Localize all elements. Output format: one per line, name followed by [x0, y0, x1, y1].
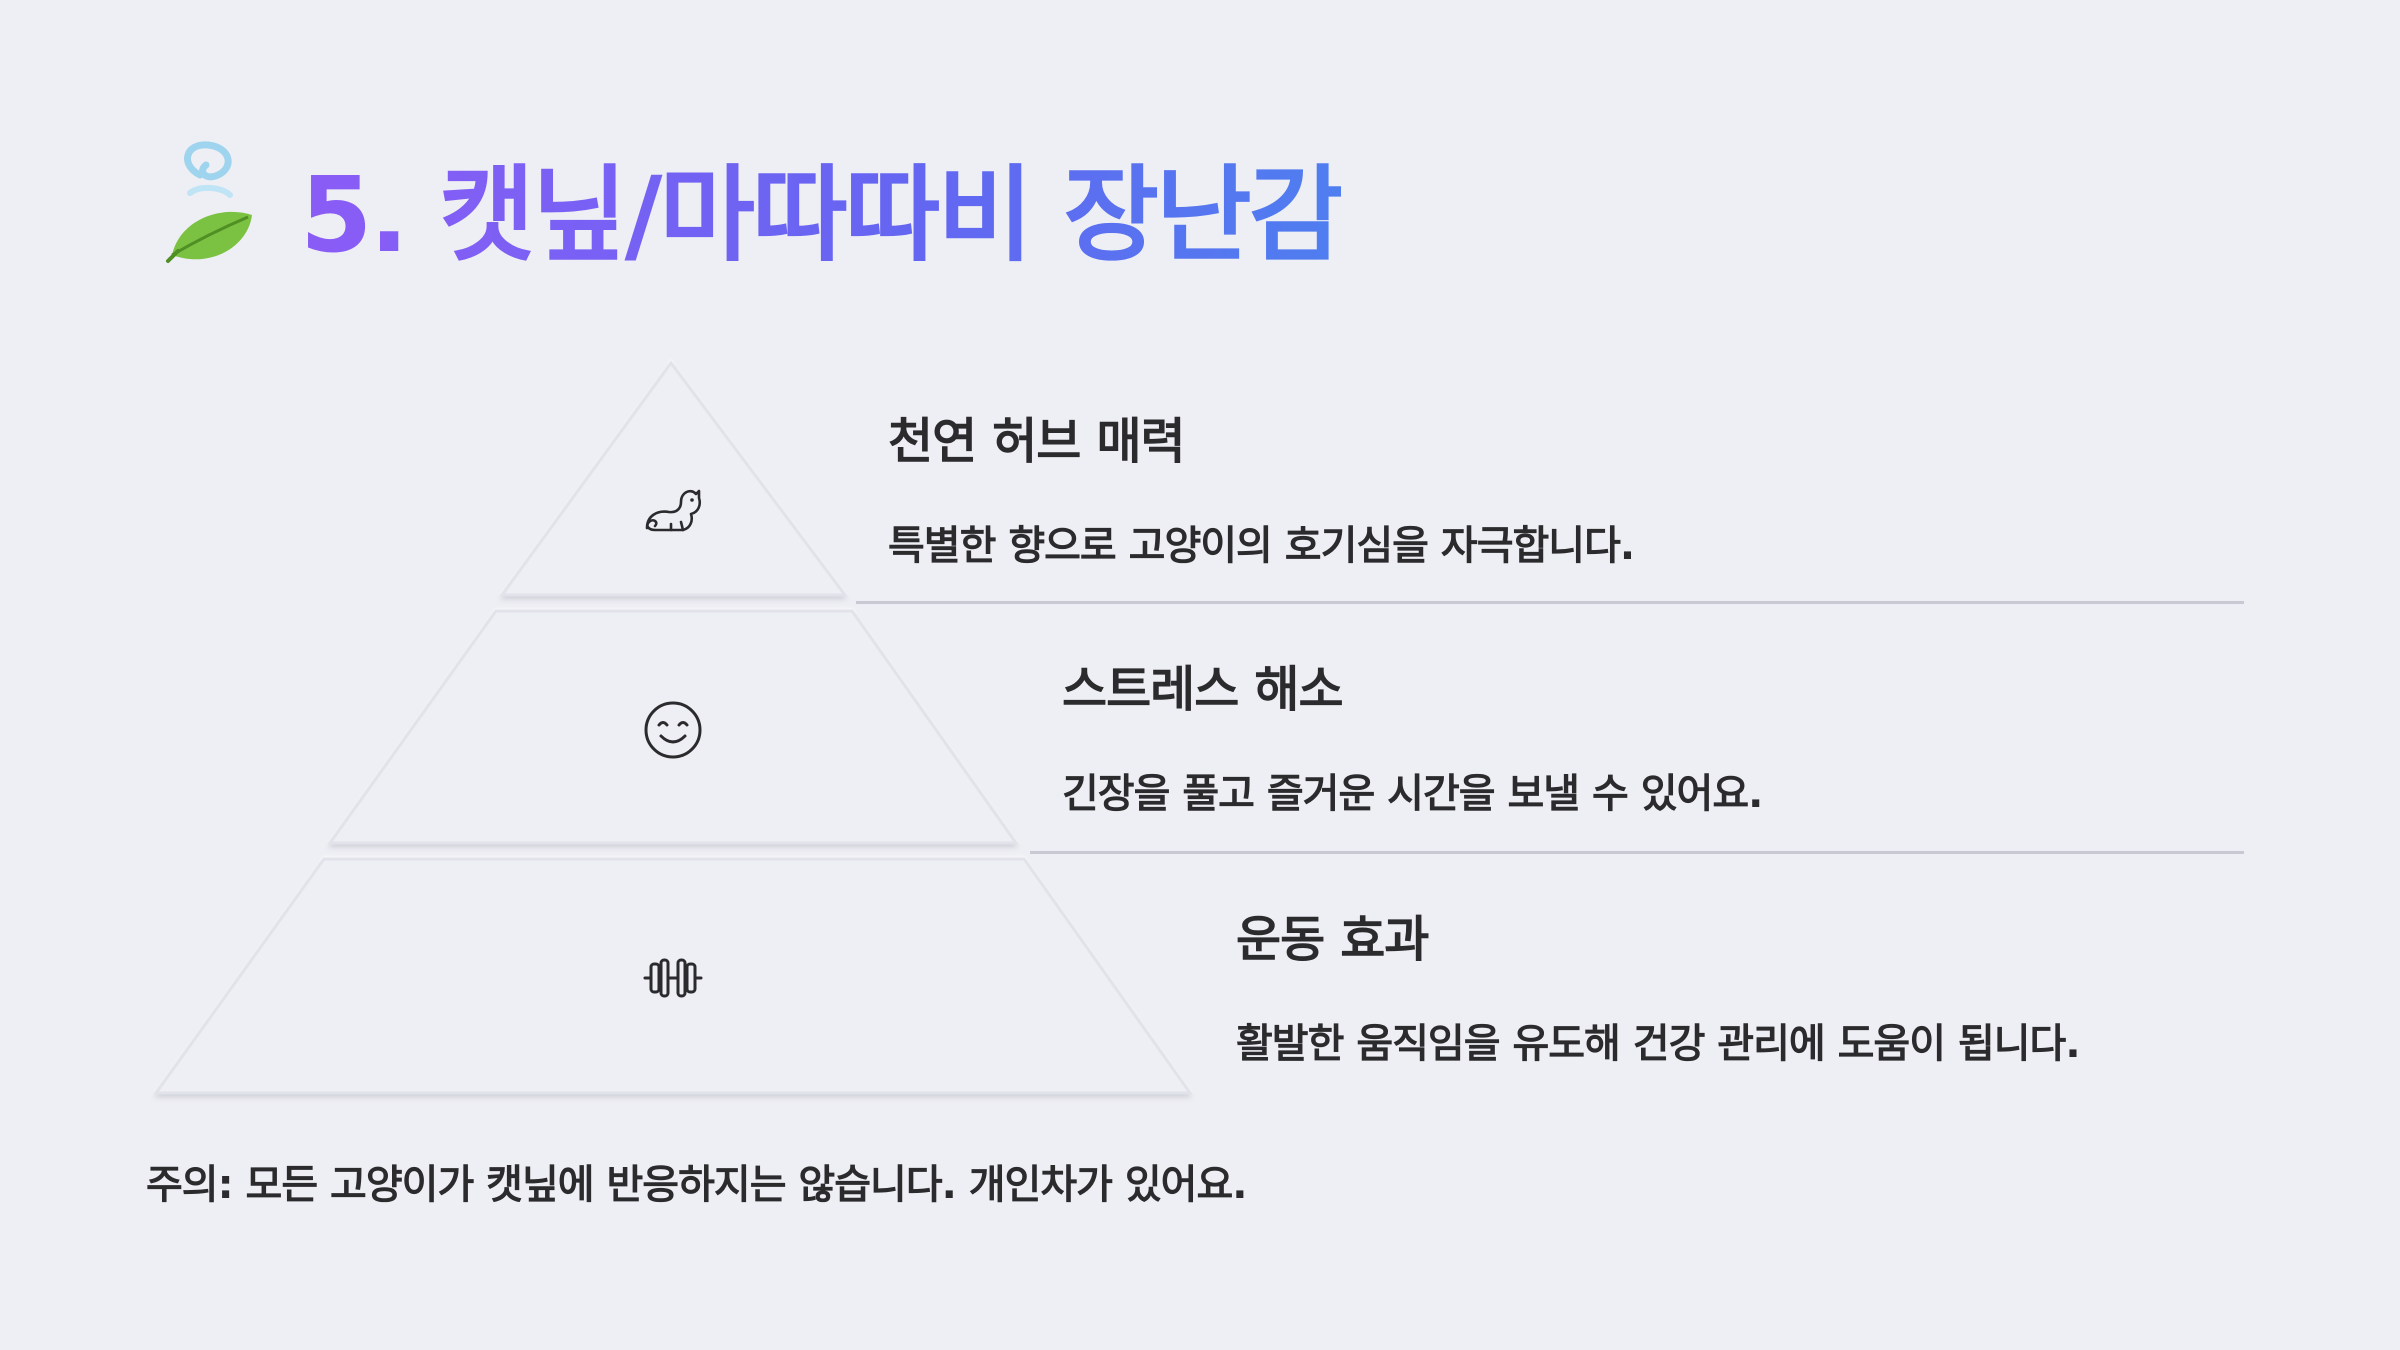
tier-description: 특별한 향으로 고양이의 호기심을 자극합니다. — [888, 523, 1635, 569]
divider — [1030, 851, 2244, 854]
tier-title: 천연 허브 매력 — [888, 413, 1186, 470]
pyramid-tier-middle — [327, 609, 1019, 845]
page-title-row: 5. 캣닢/마따따비 장난감 — [160, 130, 1344, 281]
tier-natural-herb: 천연 허브 매력 특별한 향으로 고양이의 호기심을 자극합니다. — [888, 402, 1635, 571]
tier-description: 긴장을 풀고 즐거운 시간을 보낼 수 있어요. — [1062, 771, 1763, 817]
leaf-fluttering-in-wind-icon — [166, 141, 252, 263]
tier-title: 운동 효과 — [1236, 911, 1429, 968]
cat-icon — [641, 478, 705, 542]
dumbbell-icon — [641, 946, 705, 1010]
pyramid-tier-top — [499, 360, 848, 597]
tier-exercise: 운동 효과 활발한 움직임을 유도해 건강 관리에 도움이 됩니다. — [1236, 900, 2081, 1069]
divider — [856, 601, 2244, 604]
pyramid-tier-bottom — [153, 857, 1193, 1095]
tier-description: 활발한 움직임을 유도해 건강 관리에 도움이 됩니다. — [1236, 1021, 2081, 1067]
tier-title: 스트레스 해소 — [1062, 661, 1344, 718]
page-title: 5. 캣닢/마따따비 장난감 — [300, 130, 1344, 281]
tier-stress-relief: 스트레스 해소 긴장을 풀고 즐거운 시간을 보낼 수 있어요. — [1062, 650, 1763, 819]
footnote-caution: 주의: 모든 고양이가 캣닢에 반응하지는 않습니다. 개인차가 있어요. — [146, 1162, 1247, 1208]
smile-icon — [641, 698, 705, 762]
pyramid-diagram — [153, 360, 1193, 1095]
